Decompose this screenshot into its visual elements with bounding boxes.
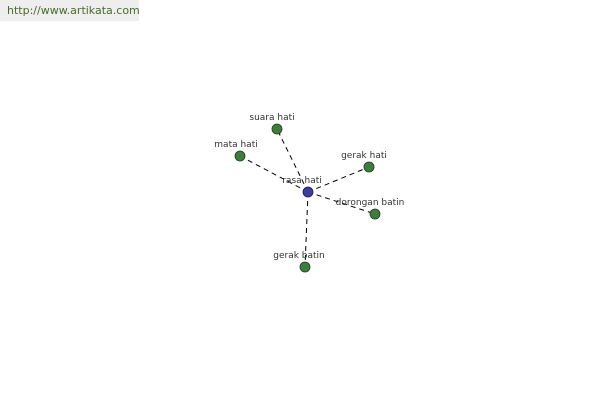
node-label-gerak-batin[interactable]: gerak batin <box>273 251 325 261</box>
node-label-suara-hati[interactable]: suara hati <box>249 113 294 123</box>
node-gerak-hati[interactable] <box>363 161 375 173</box>
edge-suara-hati <box>276 128 309 193</box>
graph-nodes <box>234 123 381 273</box>
graph-edges <box>239 128 376 268</box>
graph-labels: suara hati mata hati gerak hati dorongan ba… <box>214 113 404 261</box>
source-url[interactable]: http://www.artikata.com <box>0 0 140 21</box>
node-gerak-batin[interactable] <box>299 261 311 273</box>
node-label-dorongan-batin[interactable]: dorongan batin <box>336 198 405 208</box>
edge-gerak-batin <box>304 191 309 268</box>
node-label-gerak-hati[interactable]: gerak hati <box>341 151 387 161</box>
node-suara-hati[interactable] <box>271 123 283 135</box>
node-mata-hati[interactable] <box>234 150 246 162</box>
edge-mata-hati <box>239 155 309 193</box>
center-node[interactable] <box>302 186 314 198</box>
node-label-mata-hati[interactable]: mata hati <box>214 140 257 150</box>
center-node-label: rasa hati <box>282 176 322 186</box>
edge-gerak-hati <box>307 166 370 193</box>
node-dorongan-batin[interactable] <box>369 208 381 220</box>
edge-dorongan-batin <box>307 191 376 215</box>
